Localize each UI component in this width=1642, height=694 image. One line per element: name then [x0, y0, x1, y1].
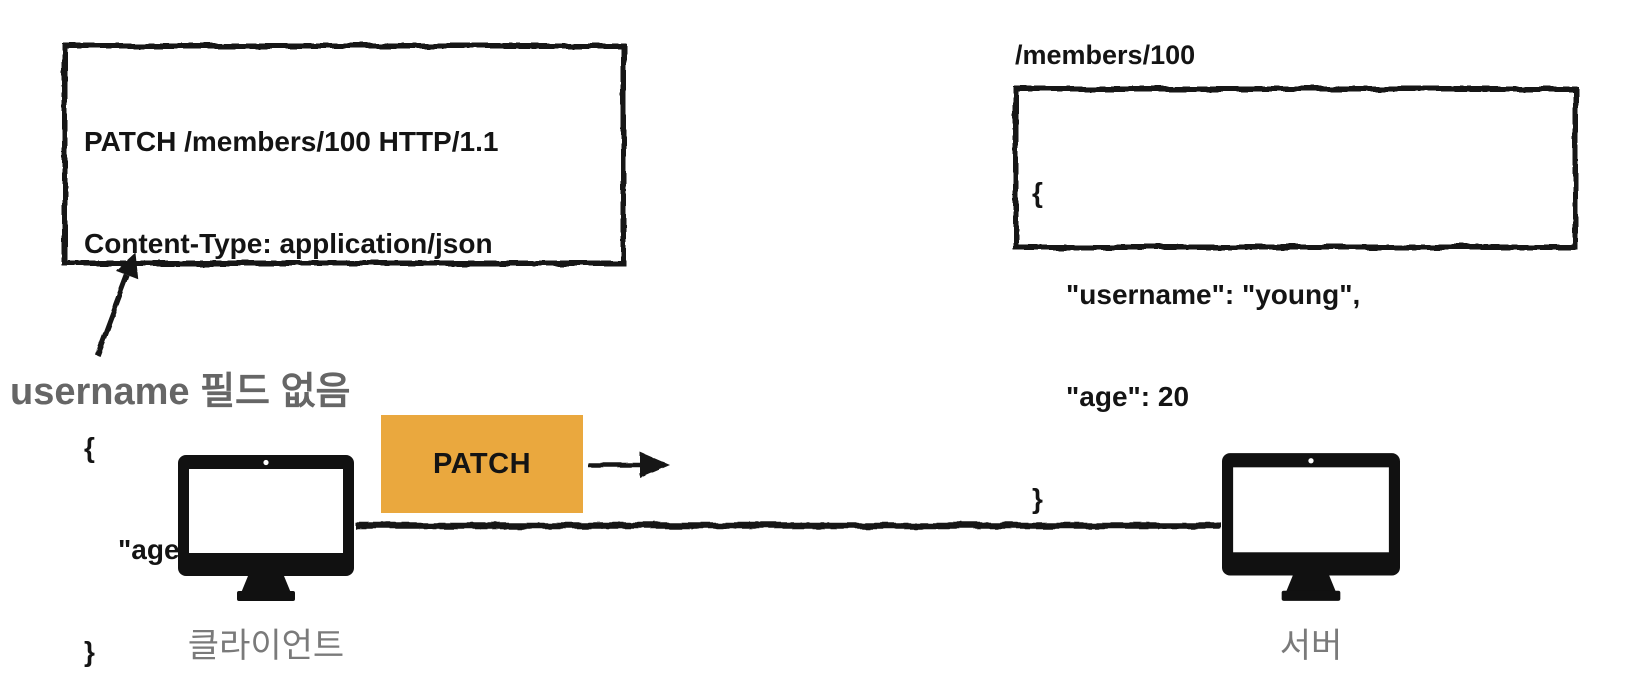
- resource-path-label: /members/100: [1015, 40, 1196, 70]
- patch-method-label: PATCH: [432, 447, 532, 480]
- annotation-arrow-icon: [94, 252, 139, 356]
- request-json-open-brace: {: [84, 432, 95, 463]
- request-direction-arrow-icon: [588, 452, 670, 478]
- http-request-box: PATCH /members/100 HTTP/1.1 Content-Type…: [84, 57, 604, 694]
- client-monitor-icon: [178, 455, 354, 601]
- request-start-line: PATCH /members/100 HTTP/1.1: [84, 126, 499, 157]
- server-label: 서버: [1279, 627, 1343, 665]
- request-json-close-brace: }: [84, 636, 95, 667]
- content-type-header: Content-Type: application/json: [84, 228, 493, 259]
- patch-method-chip: PATCH: [381, 415, 583, 513]
- resource-json-username-field: "username": "young",: [1066, 279, 1361, 310]
- client-server-connection-line: [355, 522, 1221, 529]
- client-label: 클라이언트: [187, 627, 345, 665]
- server-resource-box: { "username": "young", "age": 20 }: [1032, 108, 1562, 584]
- request-box-border: [62, 43, 626, 266]
- resource-json-age-field: "age": 20: [1066, 381, 1190, 412]
- annotation-label: username 필드 없음: [10, 371, 351, 413]
- resource-json-open-brace: {: [1032, 177, 1043, 208]
- resource-box-border: [1013, 86, 1578, 250]
- resource-json-close-brace: }: [1032, 483, 1043, 514]
- server-monitor-icon: [1222, 453, 1400, 601]
